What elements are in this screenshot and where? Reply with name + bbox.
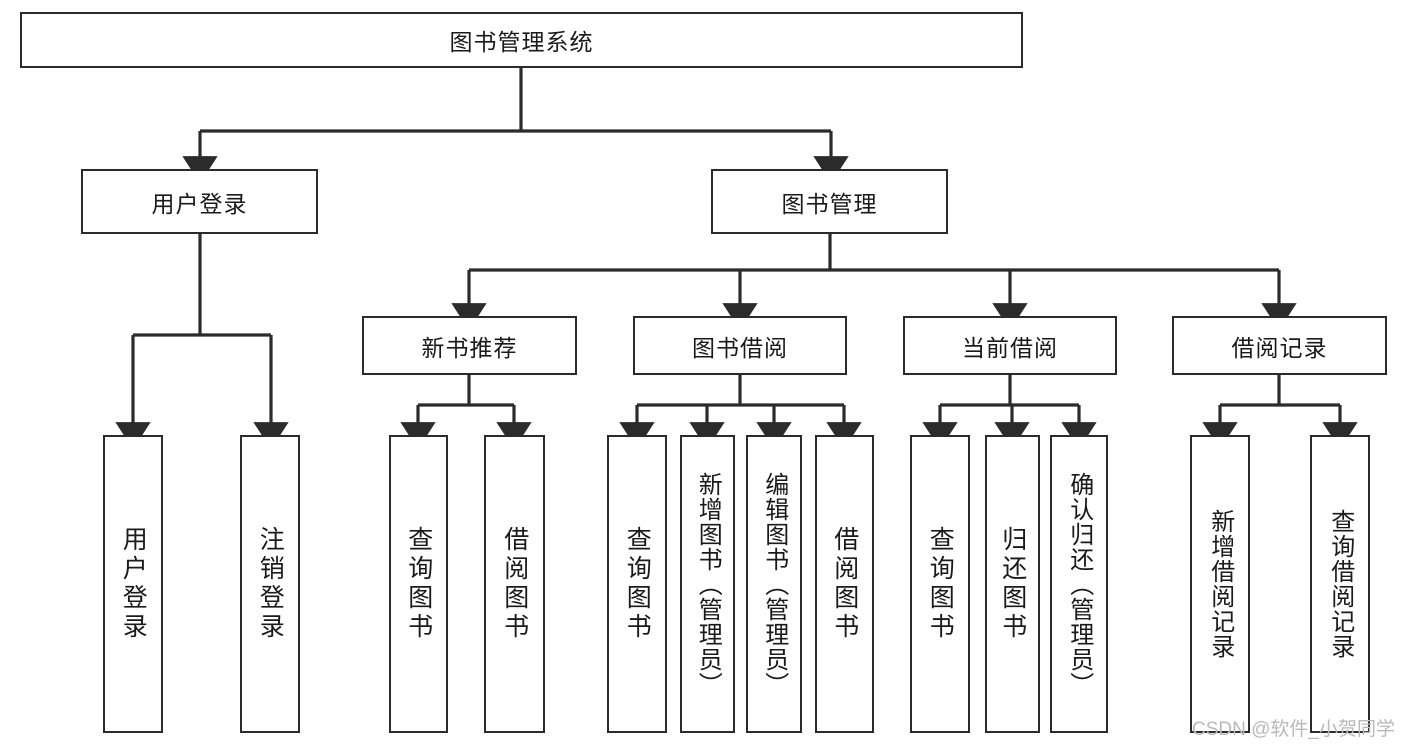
node-current-borrow[interactable]: 当前借阅 (903, 316, 1117, 375)
leaf-borrow-book-borrow[interactable]: 借阅图书 (815, 435, 874, 733)
node-book-management[interactable]: 图书管理 (711, 169, 948, 234)
leaf-query-book-current[interactable]: 查询图书 (910, 435, 970, 733)
leaf-borrow-book-recommend[interactable]: 借阅图书 (484, 435, 545, 733)
leaf-confirm-return-admin[interactable]: 确认归还（管理员） (1050, 435, 1108, 733)
leaf-query-book-borrow[interactable]: 查询图书 (607, 435, 667, 733)
node-borrow-records[interactable]: 借阅记录 (1172, 316, 1387, 375)
leaf-query-borrow-record[interactable]: 查询借阅记录 (1310, 435, 1370, 733)
leaf-user-logout[interactable]: 注销登录 (240, 435, 300, 733)
leaf-user-login[interactable]: 用户登录 (103, 435, 163, 733)
node-book-borrow[interactable]: 图书借阅 (633, 316, 847, 375)
node-user-login[interactable]: 用户登录 (81, 169, 318, 234)
leaf-add-book-admin[interactable]: 新增图书（管理员） (680, 435, 735, 733)
leaf-add-borrow-record[interactable]: 新增借阅记录 (1190, 435, 1250, 733)
leaf-edit-book-admin[interactable]: 编辑图书（管理员） (746, 435, 802, 733)
node-new-book-recommend[interactable]: 新书推荐 (362, 316, 577, 375)
watermark-text: CSDN @软件_小贺同学 (1192, 719, 1395, 740)
node-root-system[interactable]: 图书管理系统 (20, 12, 1023, 68)
leaf-return-book[interactable]: 归还图书 (985, 435, 1040, 733)
leaf-query-book-recommend[interactable]: 查询图书 (389, 435, 448, 733)
